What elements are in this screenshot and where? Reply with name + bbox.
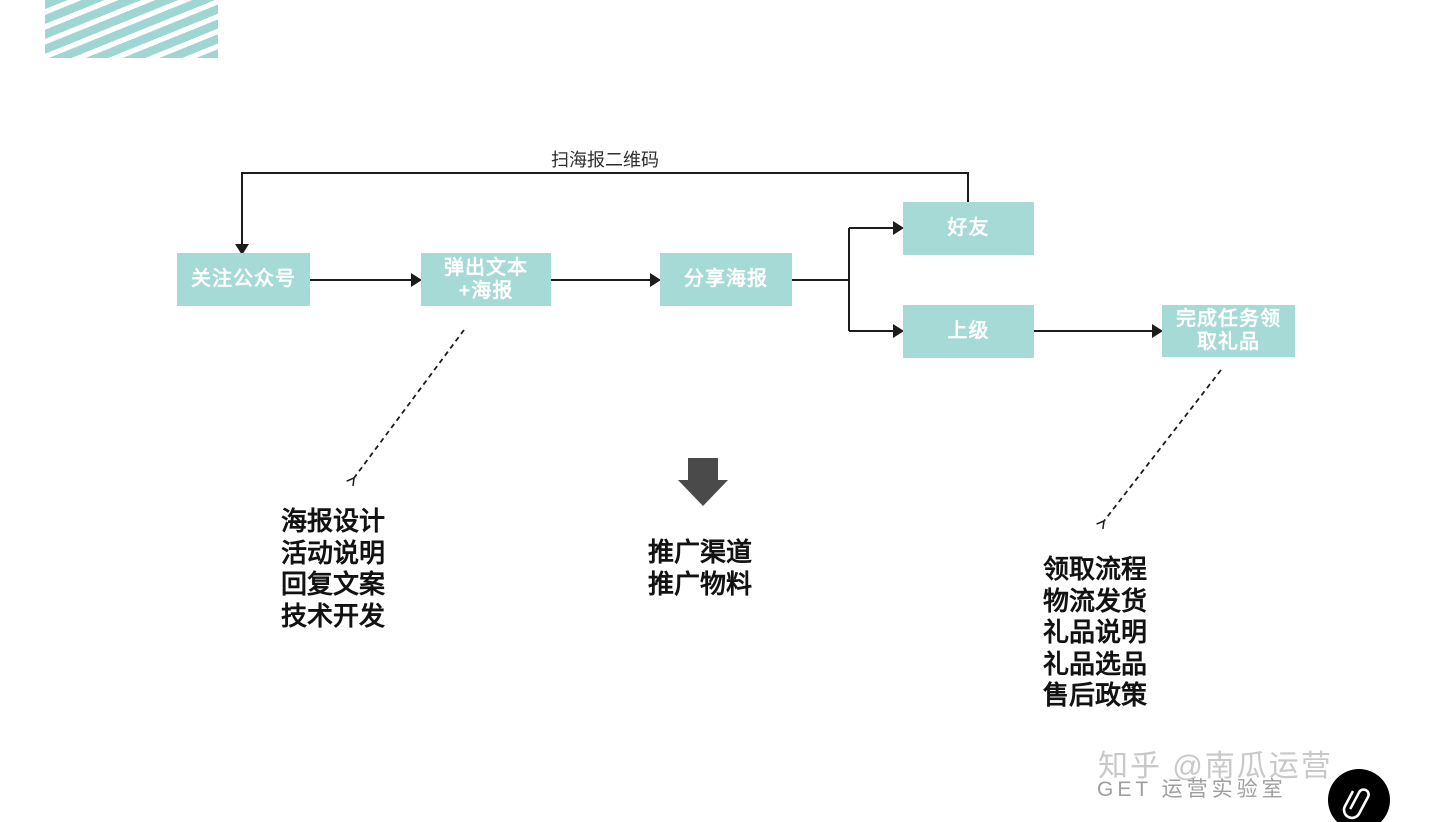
note-line: 售后政策 [1043,680,1148,710]
dashed-arrow-reward-notes [1096,369,1222,530]
node-upline: 上级 [903,305,1034,358]
note-list-poster: 海报设计 活动说明 回复文案 技术开发 [281,506,385,632]
watermark-studio: GET 运营实验室 [1097,778,1287,801]
note-line: 海报设计 [281,506,386,536]
node-complete-task-gift: 完成任务领 取礼品 [1162,305,1295,357]
note-line: 技术开发 [281,600,386,631]
note-list-promotion: 推广渠道 推广物料 [648,537,752,600]
node-popup-text-poster: 弹出文本 +海报 [421,253,551,306]
arrowhead [893,324,904,338]
paperclip-logo [1328,769,1390,822]
note-line: 回复文案 [281,569,386,599]
note-list-gift: 领取流程 物流发货 礼品说明 礼品选品 售后政策 [1043,554,1147,712]
node-follow-account: 关注公众号 [177,253,310,306]
loopback-arrowhead [235,244,249,255]
arrowhead [650,273,661,287]
arrowhead [893,221,904,235]
corner-stripes-decoration [45,0,218,58]
node-friends: 好友 [903,202,1034,255]
arrowhead [411,273,422,287]
note-line: 领取流程 [1043,554,1148,584]
paperclip-icon [1342,788,1370,820]
split-branch-lines [792,227,893,332]
note-line: 推广渠道 [648,537,753,567]
note-line: 活动说明 [281,537,386,568]
scan-qr-label: 扫海报二维码 [551,150,659,170]
big-down-arrow [678,458,728,506]
note-line: 礼品选品 [1043,648,1148,679]
node-share-poster: 分享海报 [660,253,792,306]
loopback-line [241,172,969,245]
note-line: 推广物料 [648,568,753,599]
dashed-arrow-popup-notes [346,329,465,487]
note-line: 物流发货 [1043,585,1148,616]
arrowhead [1152,324,1163,338]
note-line: 礼品说明 [1043,617,1148,647]
watermark-brand: 知乎 @南瓜运营 [1098,750,1333,783]
